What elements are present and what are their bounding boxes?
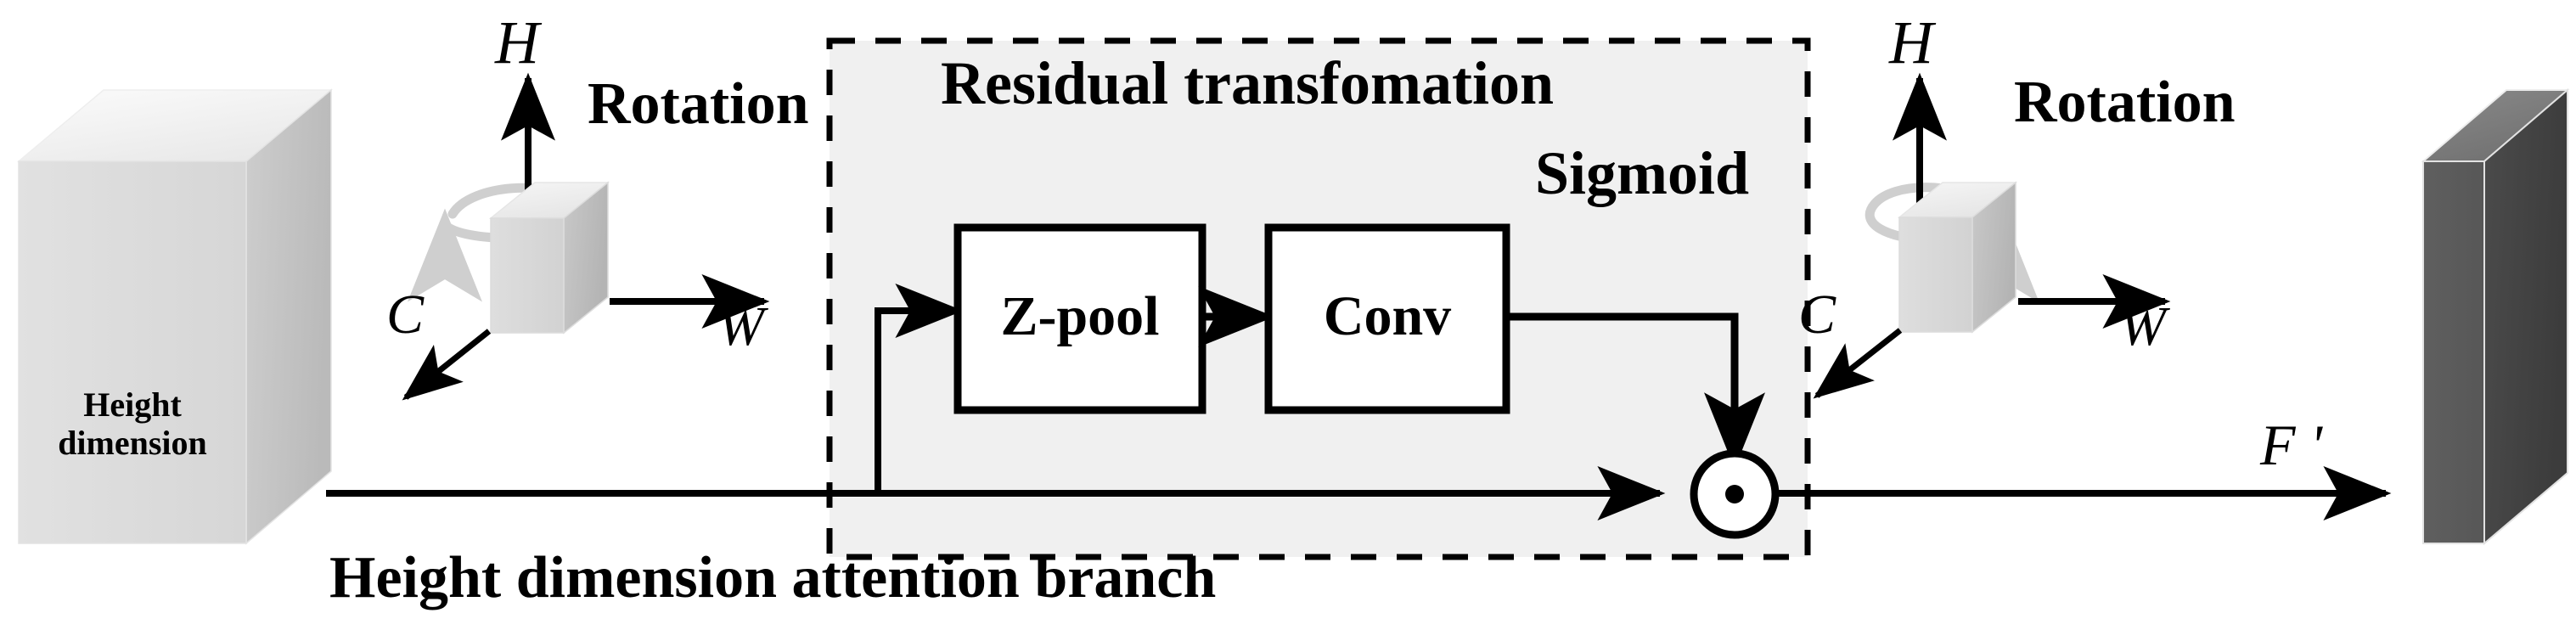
input-tensor-label: Height dimension — [19, 385, 246, 463]
rotation-label-left: Rotation — [588, 71, 809, 137]
axis-c-left-arrow — [402, 329, 492, 401]
sigmoid-label: Sigmoid — [1535, 139, 1750, 207]
conv-block — [1264, 223, 1510, 414]
zpool-block — [953, 223, 1206, 414]
output-tensor-label: F ' — [2260, 413, 2323, 477]
axis-c-right-label: C — [1798, 284, 1836, 346]
rotation-label-right: Rotation — [2014, 70, 2236, 135]
left-small-cube-axes-group — [402, 72, 770, 401]
residual-transformation-label: Residual transfomation — [941, 49, 1555, 117]
output-tensor-cuboid — [2421, 87, 2570, 546]
input-tensor-cuboid — [16, 88, 334, 545]
axis-c-right-arrow — [1813, 328, 1903, 399]
axis-w-left-label: W — [717, 295, 764, 357]
axis-w-right-label: W — [2119, 295, 2166, 357]
axis-c-left-label: C — [386, 284, 425, 346]
branch-title: Height dimension attention branch — [329, 545, 1217, 610]
elementwise-multiply-node — [1690, 449, 1780, 539]
input-tensor-label-line2: dimension — [58, 423, 207, 462]
conv-block-label: Conv — [1323, 285, 1452, 347]
zpool-block-label: Z-pool — [1000, 285, 1160, 347]
axis-h-right-label: H — [1889, 8, 1933, 76]
axis-h-left-label: H — [495, 8, 539, 76]
branch-connectors — [830, 284, 1666, 520]
conv-to-multiply-arrow — [1506, 312, 1765, 470]
input-tensor-label-line1: Height — [83, 385, 182, 424]
right-small-cube-axes-group — [1813, 72, 2171, 399]
